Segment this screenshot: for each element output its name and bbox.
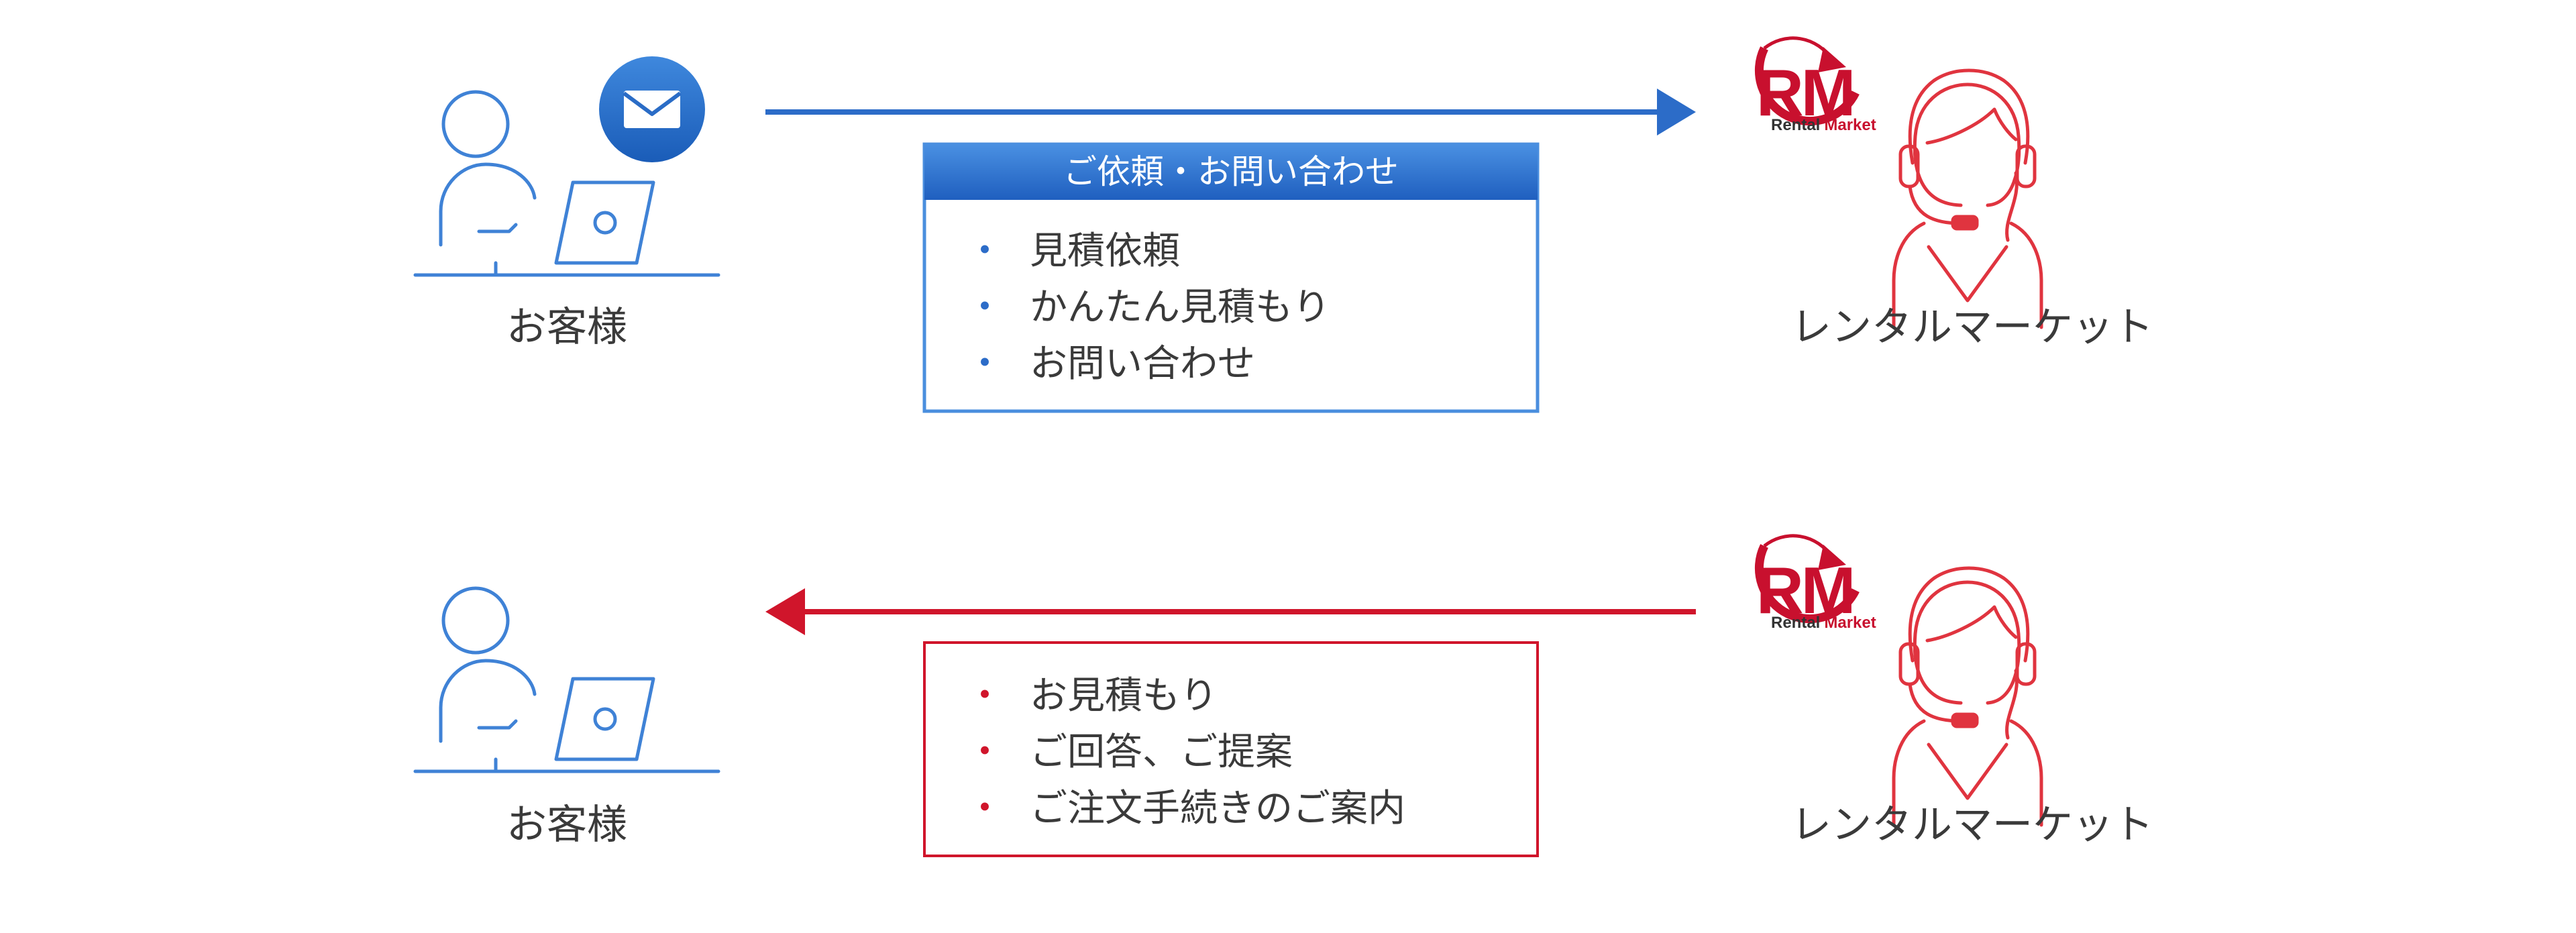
reply-arrow bbox=[765, 588, 1696, 635]
request-box-header bbox=[924, 144, 1538, 200]
customer-label: お客様 bbox=[506, 802, 627, 848]
reply-row: お客様 ・ お見積もり ・ ご回答、ご提案 ・ ご注文手続きのご案内 RM Re… bbox=[415, 536, 2153, 857]
request-item: 見積依頼 bbox=[1030, 229, 1180, 273]
request-bullet: ・ bbox=[966, 229, 1004, 273]
reply-item: お見積もり bbox=[1030, 674, 1218, 718]
reply-box: ・ お見積もり ・ ご回答、ご提案 ・ ご注文手続きのご案内 bbox=[923, 641, 1539, 857]
request-box-title: ご依頼・お問い合わせ bbox=[1063, 152, 1399, 191]
envelope-icon bbox=[599, 56, 705, 162]
request-row: お客様 ご依頼・お問い合わせ ・ 見積依頼 ・ かんたん見積もり ・ お問い合わ… bbox=[415, 38, 2153, 413]
request-box: ご依頼・お問い合わせ ・ 見積依頼 ・ かんたん見積もり ・ お問い合わせ bbox=[922, 142, 1540, 413]
rental-market-label: レンタルマーケット bbox=[1791, 802, 2153, 848]
reply-item: ご回答、ご提案 bbox=[1030, 730, 1293, 774]
reply-item: ご注文手続きのご案内 bbox=[1030, 787, 1405, 830]
request-item: お問い合わせ bbox=[1030, 342, 1255, 386]
headset-operator-icon bbox=[1894, 568, 2041, 825]
logo-letters: RM bbox=[1756, 56, 1853, 129]
headset-operator-icon bbox=[1894, 70, 2041, 327]
request-arrow bbox=[765, 89, 1696, 135]
reply-bullet: ・ bbox=[966, 730, 1004, 774]
customer-label: お客様 bbox=[506, 304, 627, 351]
logo-letters: RM bbox=[1756, 553, 1853, 627]
customer-icon bbox=[415, 588, 718, 771]
request-item: かんたん見積もり bbox=[1030, 286, 1330, 329]
request-bullet: ・ bbox=[966, 342, 1004, 386]
reply-bullet: ・ bbox=[966, 787, 1004, 830]
rental-market-label: レンタルマーケット bbox=[1791, 304, 2153, 351]
request-bullet: ・ bbox=[966, 286, 1004, 329]
reply-bullet: ・ bbox=[966, 674, 1004, 718]
